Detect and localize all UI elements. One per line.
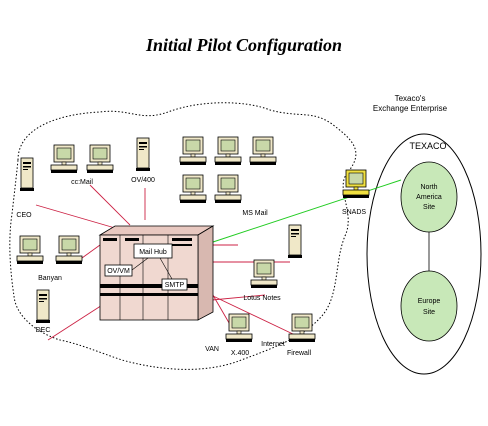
mail-hub-label: Mail Hub bbox=[139, 249, 167, 256]
ovvm-box bbox=[104, 264, 133, 277]
north-america-label-1: North bbox=[420, 184, 437, 191]
smtp-box bbox=[161, 278, 188, 291]
lotus-notes-label: Lotus Notes bbox=[243, 295, 281, 302]
van-label: VAN bbox=[205, 346, 219, 353]
ceo-label: CEO bbox=[16, 212, 32, 219]
internet-label: Internet bbox=[261, 341, 285, 348]
ccmail-pc-1 bbox=[50, 144, 78, 174]
banyan-pc-2 bbox=[55, 235, 83, 265]
europe-label-2: Site bbox=[423, 309, 435, 316]
msmail-label: MS Mail bbox=[242, 210, 268, 217]
ccmail-pc-2 bbox=[86, 144, 114, 174]
north-america-site bbox=[400, 161, 458, 233]
texaco-label: TEXACO bbox=[409, 141, 446, 151]
ceo-tower bbox=[19, 157, 35, 192]
lotus-notes-server bbox=[287, 224, 303, 259]
diagram-title: Initial Pilot Configuration bbox=[145, 35, 342, 55]
x400-label: X.400 bbox=[231, 350, 249, 357]
msmail-pc-3 bbox=[249, 136, 277, 166]
banyan-pc-1 bbox=[16, 235, 44, 265]
enterprise-caption-1: Texaco's bbox=[395, 94, 426, 103]
firewall-pc bbox=[288, 313, 316, 343]
lotus-notes-pc bbox=[250, 259, 278, 289]
dec-tower bbox=[35, 289, 51, 324]
ccmail-label: cc:Mail bbox=[71, 179, 93, 186]
msmail-pc-2 bbox=[214, 136, 242, 166]
mail-hub-box bbox=[133, 243, 173, 259]
firewall-label: Firewall bbox=[287, 350, 312, 357]
banyan-label: Banyan bbox=[38, 275, 62, 282]
msmail-pc-1 bbox=[179, 136, 207, 166]
snads-label: SNADS bbox=[342, 209, 366, 216]
msmail-pc-4 bbox=[179, 174, 207, 204]
red-links bbox=[35, 184, 296, 341]
ovvm-label: OV/VM bbox=[107, 268, 130, 275]
ov400-label: OV/400 bbox=[131, 177, 155, 184]
europe-site bbox=[400, 270, 458, 342]
msmail-pc-5 bbox=[214, 174, 242, 204]
smtp-label: SMTP bbox=[165, 282, 185, 289]
ov400-tower bbox=[135, 137, 151, 172]
x400-pc bbox=[225, 313, 253, 343]
dec-label: DEC bbox=[36, 327, 51, 334]
europe-label-1: Europe bbox=[418, 298, 441, 305]
north-america-label-3: Site bbox=[423, 204, 435, 211]
ovvm-to-hub bbox=[131, 257, 149, 271]
north-america-label-2: America bbox=[416, 194, 442, 201]
smtp-to-hub bbox=[159, 257, 173, 280]
enterprise-caption-2: Exchange Enterprise bbox=[373, 104, 448, 113]
snads-pc bbox=[342, 169, 370, 198]
